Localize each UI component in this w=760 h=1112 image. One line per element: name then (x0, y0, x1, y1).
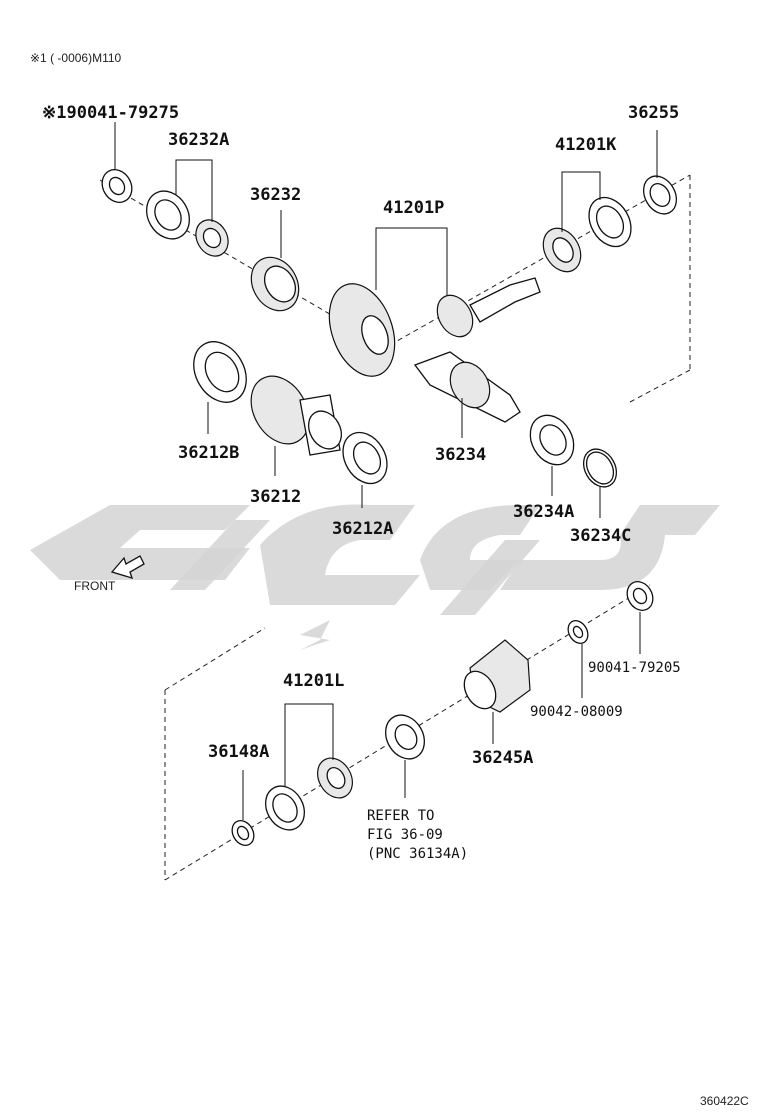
label-41201K: 41201K (555, 135, 617, 155)
bearing-41201K (542, 196, 632, 273)
label-36212A: 36212A (332, 519, 393, 539)
bearing-36212B (193, 341, 247, 403)
seal-36212A (342, 431, 388, 485)
refer-note-line-2: FIG 36-09 (367, 827, 443, 843)
label-9004208009: 90042-08009 (530, 704, 623, 720)
label-36232A: 36232A (168, 130, 229, 150)
front-label: FRONT (74, 579, 116, 593)
gear-36212 (250, 375, 343, 456)
bearing-41201L (264, 757, 353, 831)
label-9004179275: ※190041-79275 (42, 103, 179, 123)
label-36255: 36255 (628, 103, 679, 123)
front-arrow-icon (110, 555, 145, 579)
label-9004179205: 90041-79205 (588, 660, 681, 676)
bearing-refer-36134A (384, 714, 426, 760)
refer-note-line-3: (PNC 36134A) (367, 846, 468, 862)
bearing-cup-9004179275 (101, 169, 133, 203)
label-36245A: 36245A (472, 748, 533, 768)
label-36212B: 36212B (178, 443, 239, 463)
footer-code: 360422C (700, 1094, 749, 1108)
washer-9004208009 (567, 620, 589, 644)
collar-36255 (642, 175, 678, 215)
shim-36148A (231, 820, 255, 846)
label-36148A: 36148A (208, 742, 269, 762)
leader-lines (114, 122, 658, 820)
watermark-logo (30, 504, 720, 650)
header-note: ※1 ( -0006)M110 (30, 51, 122, 65)
label-36232: 36232 (250, 185, 301, 205)
washer-9004179205 (626, 581, 654, 611)
snap-ring-36234C (582, 448, 618, 488)
label-36212: 36212 (250, 487, 301, 507)
bevel-gear-41201P (328, 277, 541, 377)
carrier-36245A (463, 639, 531, 713)
refer-note-line-1: REFER TO (367, 808, 434, 824)
label-36234C: 36234C (570, 526, 631, 546)
label-36234: 36234 (435, 445, 486, 465)
label-36234A: 36234A (513, 502, 574, 522)
label-41201L: 41201L (283, 671, 344, 691)
shaft-36234 (413, 351, 521, 423)
label-41201P: 41201P (383, 198, 444, 218)
bearing-36234A (529, 414, 575, 466)
bearing-race-36232A (145, 190, 229, 257)
gear-36232 (250, 256, 300, 312)
